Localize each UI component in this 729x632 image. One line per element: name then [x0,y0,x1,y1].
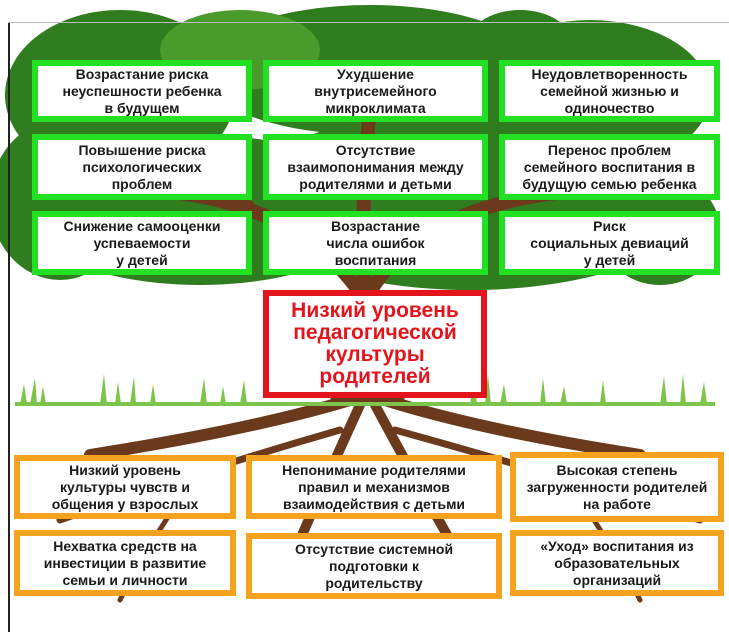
cause-box: Непонимание родителями правил и механизм… [246,455,502,519]
consequence-box: Повышение риска психологических проблем [32,134,252,200]
cause-box: «Уход» воспитания из образовательных орг… [510,530,724,596]
frame-top-line [8,22,729,23]
frame-left-line [8,22,10,632]
consequence-box: Неудовлетворенность семейной жизнью и од… [499,60,720,122]
central-problem-box: Низкий уровень педагогической культуры р… [263,290,487,398]
cause-box: Низкий уровень культуры чувств и общения… [14,455,236,519]
consequence-box: Отсутствие взаимопонимания между родител… [263,134,488,200]
cause-box: Отсутствие системной подготовки к родите… [246,533,502,599]
cause-box: Нехватка средств на инвестиции в развити… [14,530,236,596]
consequence-box: Возрастание числа ошибок воспитания [263,211,488,275]
cause-box: Высокая степень загруженности родителей … [510,452,724,522]
consequence-box: Возрастание риска неуспешности ребенка в… [32,60,252,122]
consequence-box: Риск социальных девиаций у детей [499,211,720,275]
consequence-box: Ухудшение внутрисемейного микроклимата [263,60,488,122]
consequence-box: Снижение самооценки успеваемости у детей [32,211,252,275]
grass [15,374,715,406]
consequence-box: Перенос проблем семейного воспитания в б… [499,134,720,200]
